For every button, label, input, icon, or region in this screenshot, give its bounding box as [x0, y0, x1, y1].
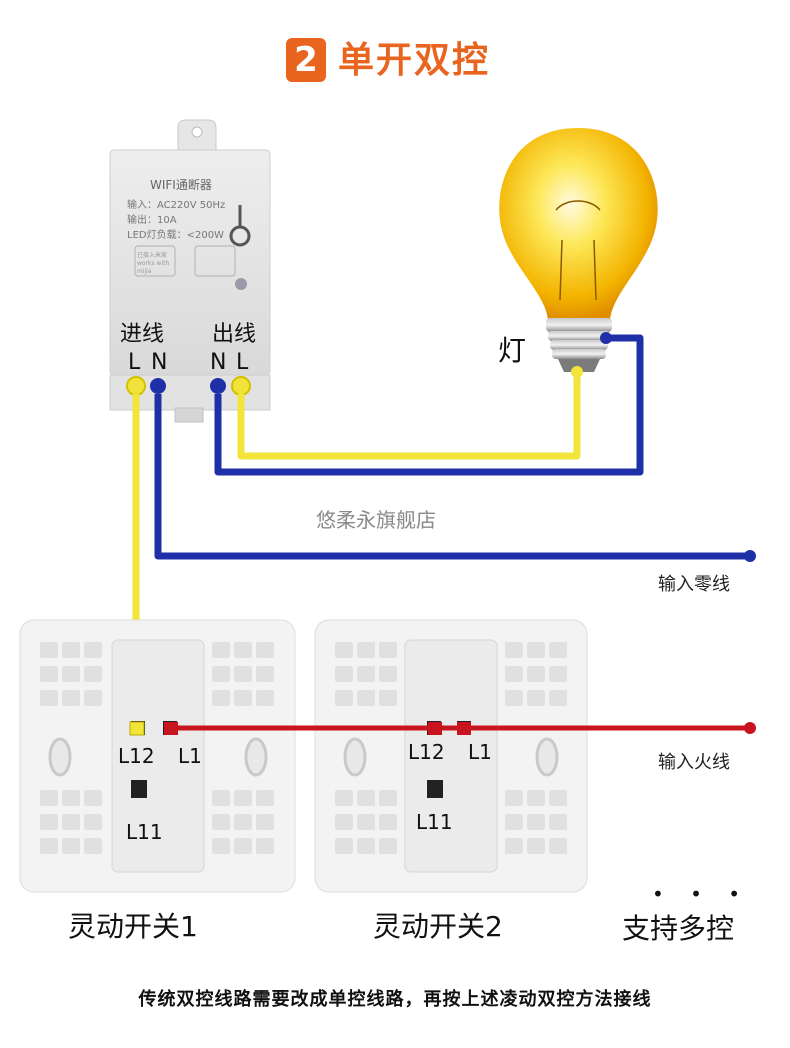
- blue-wire: [154, 334, 750, 560]
- switch-2-terminal-l11: L11: [416, 810, 453, 834]
- input-group-label: 进线: [120, 322, 165, 347]
- terminal-in-l: L: [128, 350, 141, 375]
- live-input-label: 输入火线: [658, 752, 730, 773]
- light-bulb: [499, 128, 658, 378]
- terminal-out-n: N: [210, 350, 227, 375]
- switch-2-terminal-l1: L1: [468, 740, 492, 764]
- mijia-logo: 已接入米家 works with mijia: [137, 252, 170, 275]
- switch-2-body: [314, 619, 588, 893]
- switch-2-label: 灵动开关2: [373, 910, 503, 943]
- module-spec-input: 输入：AC220V 50Hz: [127, 200, 226, 211]
- module-spec-output: 输出：10A: [127, 215, 177, 226]
- store-watermark: 悠柔永旗舰店: [316, 508, 436, 532]
- terminal-in-n: N: [151, 350, 168, 375]
- lamp-label: 灯: [498, 334, 527, 367]
- switch-2-terminal-l12: L12: [408, 740, 445, 764]
- switch-1-terminal-l11: L11: [126, 820, 163, 844]
- red-wire: [164, 722, 756, 735]
- switch-1-label: 灵动开关1: [68, 910, 198, 943]
- switch-1-body: [19, 619, 296, 893]
- more-dots: • • •: [652, 882, 751, 906]
- multi-control-label: 支持多控: [622, 912, 735, 945]
- footer-note: 传统双控线路需要改成单控线路，再按上述凌动双控方法接线: [138, 989, 652, 1010]
- step-number-badge: 2: [286, 38, 326, 82]
- output-group-label: 出线: [212, 322, 257, 347]
- module-spec-led: LED灯负载：<200W: [127, 230, 224, 241]
- switch-1-terminal-l12: L12: [118, 744, 155, 768]
- module-name: WIFI通断器: [150, 178, 212, 192]
- switch-1-terminal-l1: L1: [178, 744, 202, 768]
- terminal-out-l: L: [236, 350, 249, 375]
- neutral-input-label: 输入零线: [658, 574, 730, 595]
- page-title: 单开双控: [338, 40, 491, 81]
